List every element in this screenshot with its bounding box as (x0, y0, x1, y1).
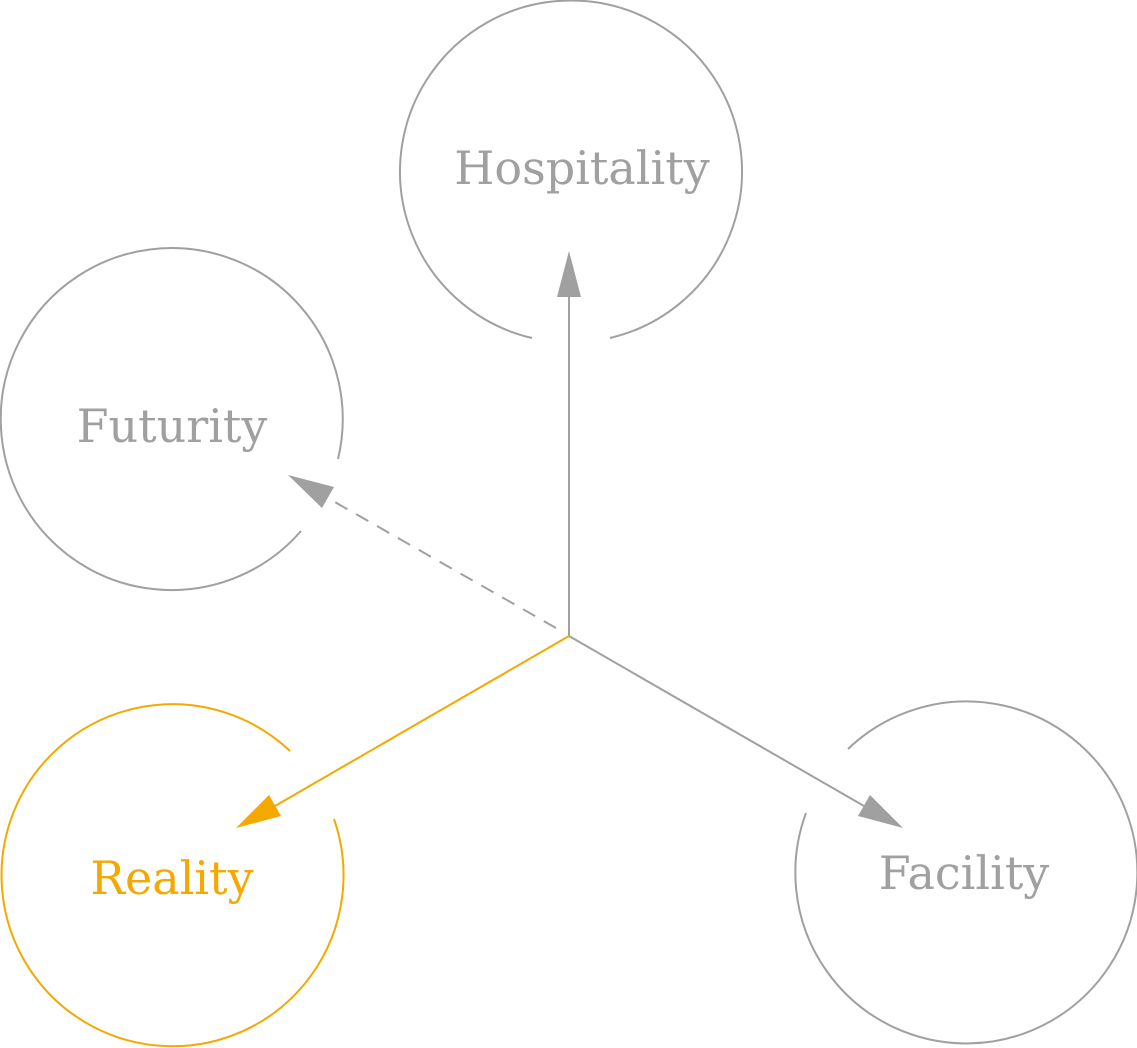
node-futurity: Futurity (0, 247, 344, 592)
edge-to-reality-line (274, 635, 570, 807)
edge-to-facility-line (568, 635, 865, 807)
edge-to-facility-arrowhead (858, 795, 903, 828)
edge-to-reality (236, 635, 570, 828)
node-facility-ring (794, 700, 1137, 1045)
edge-to-reality-arrowhead (236, 795, 281, 828)
node-reality: Reality (0, 703, 345, 1048)
node-hospitality: Hospitality (399, 0, 743, 339)
node-facility: Facility (794, 700, 1137, 1045)
edge-to-facility (568, 635, 903, 828)
node-futurity-label: Futurity (77, 399, 268, 453)
node-futurity-ring (0, 247, 344, 592)
node-reality-ring (0, 703, 345, 1048)
edge-to-futurity (288, 475, 557, 629)
edge-to-futurity-arrowhead (288, 475, 334, 508)
node-reality-label: Reality (90, 851, 253, 905)
edge-to-futurity-line (325, 496, 557, 629)
edge-to-hospitality (557, 251, 581, 636)
node-hospitality-ring (399, 0, 743, 339)
edge-to-hospitality-arrowhead (557, 251, 581, 297)
node-facility-label: Facility (879, 846, 1050, 900)
node-hospitality-label: Hospitality (454, 141, 709, 195)
